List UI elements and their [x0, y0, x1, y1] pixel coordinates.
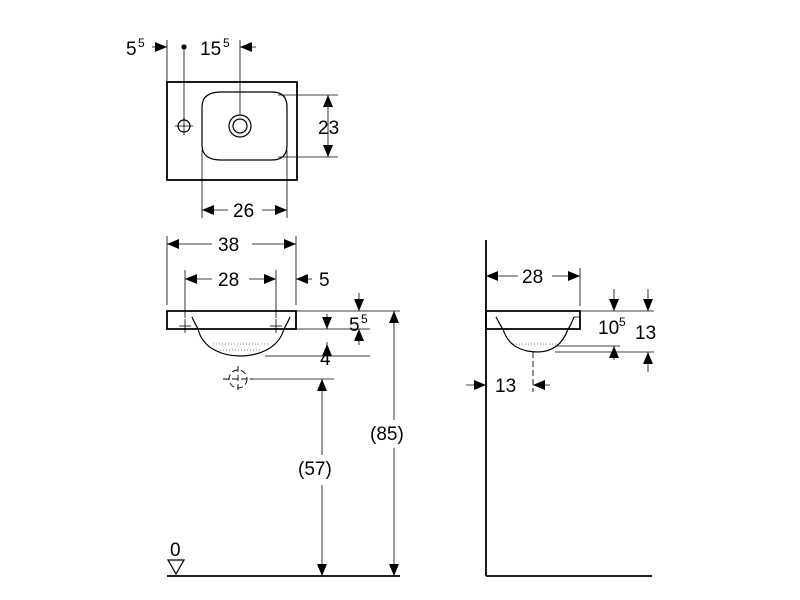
dim-front-edge: 5 — [319, 270, 330, 291]
dim-top-right-sup: 5 — [223, 36, 230, 50]
dim-top-height: 23 — [318, 118, 339, 139]
bowl-profile-side — [502, 328, 569, 353]
dim-front-total-height: (85) — [370, 424, 404, 445]
front-view: 38 28 5 5 5 4 (57) (85) — [166, 235, 404, 577]
top-view: 5 5 15 5 23 26 — [126, 36, 339, 222]
dim-side-drain-offset: 13 — [495, 376, 516, 397]
side-view: 28 10 5 13 13 — [466, 240, 656, 577]
dim-top-left-value: 5 — [126, 39, 137, 60]
dim-front-drain-height: (57) — [298, 459, 332, 480]
dim-top-left-sup: 5 — [138, 36, 145, 50]
bowl-profile-front — [197, 328, 285, 357]
dim-front-inner: 28 — [218, 270, 239, 291]
floor-level-label: 0 — [170, 540, 181, 561]
drain-icon — [228, 114, 252, 138]
dim-front-rim-value: 5 — [349, 315, 360, 336]
bowl-outline-top — [201, 91, 288, 161]
dim-front-rim-sup: 5 — [361, 312, 368, 326]
basin-outline-side — [485, 310, 581, 330]
dim-front-depth: 4 — [320, 349, 331, 370]
basin-outline-top — [166, 81, 298, 181]
dim-side-inner-sup: 5 — [619, 315, 626, 329]
dim-front-overall: 38 — [218, 235, 239, 256]
floor-level-triangle-icon — [166, 559, 186, 576]
dim-side-projection: 28 — [522, 267, 543, 288]
dim-side-outer: 13 — [635, 323, 656, 344]
dim-top-right-value: 15 — [200, 39, 221, 60]
dim-top-width: 26 — [233, 201, 254, 222]
dim-side-inner-value: 10 — [598, 318, 619, 339]
drain-crosshair-icon — [223, 366, 253, 393]
